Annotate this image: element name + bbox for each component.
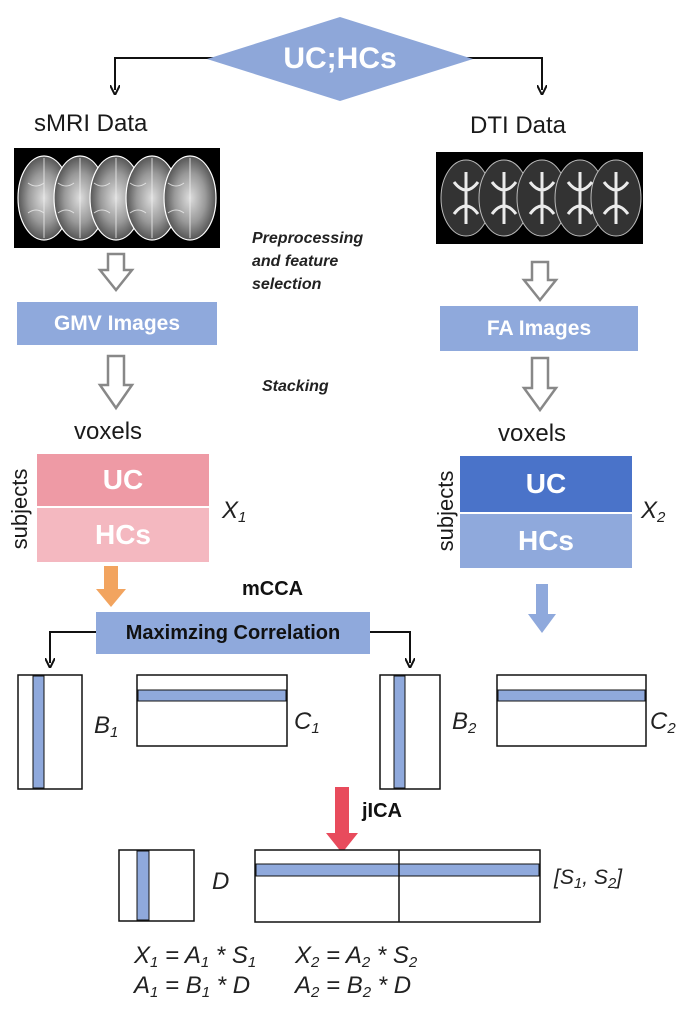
left-hcs-row: HCs [37,508,209,562]
right-voxels-label: voxels [498,420,567,447]
left-row-divider [37,506,209,508]
maxcorr-left-connector [50,631,96,663]
orange-arrow [96,566,126,607]
hollow-arrow-right-2 [521,356,559,413]
x2-label: X2 [641,497,666,526]
hollow-arrow-left-2 [97,354,135,411]
hollow-arrow-left-1 [97,252,135,293]
maxcorr-right-connector [370,631,410,663]
left-voxels-label: voxels [74,418,143,445]
fa-images-box: FA Images [440,306,638,351]
d-label: D [212,868,230,895]
mcca-label: mCCA [242,578,304,600]
gmv-images-box: GMV Images [17,302,217,345]
matrix-b1 [17,674,83,790]
right-row-divider [460,512,632,514]
dti-brain-image [436,152,643,244]
matrix-c1 [136,674,288,747]
left-uc-row: UC [37,454,209,506]
equation-a2: A2 = B2 * D [295,972,412,1001]
equation-a1: A1 = B1 * D [134,972,251,1001]
c1-label: C1 [294,708,320,737]
dti-title: DTI Data [470,112,567,139]
uc-hcs-diamond [207,17,473,101]
diamond-left-connector [115,57,232,90]
max-correlation-box: Maximzing Correlation [96,612,370,654]
jica-label: jICA [362,800,402,822]
hollow-arrow-right-1 [521,260,559,303]
equation-x1: X1 = A1 * S1 [134,942,257,971]
left-subjects-label: subjects [7,468,32,550]
b2-label: B2 [452,708,477,737]
matrix-s [254,849,541,923]
s-matrix-label: [S1, S2] [554,866,623,892]
stacking-label: Stacking [262,378,329,395]
preprocessing-line-1: Preprocessing [252,230,364,247]
diamond-label: UC;HCs [283,42,397,75]
blue-down-arrow [528,584,556,633]
c2-label: C2 [650,708,676,737]
smri-title: sMRI Data [34,110,148,137]
diamond-right-connector [442,57,542,90]
preprocessing-line-2: and feature [252,253,339,270]
x1-label: X1 [222,497,247,526]
matrix-c2 [496,674,647,747]
b1-label: B1 [94,712,119,741]
equation-x2: X2 = A2 * S2 [295,942,418,971]
right-hcs-row: HCs [460,514,632,568]
preprocessing-line-3: selection [252,276,322,293]
red-arrow [326,787,358,853]
right-subjects-label: subjects [433,470,458,552]
matrix-d [118,849,195,922]
matrix-b2 [379,674,441,790]
smri-brain-image [14,148,220,248]
right-uc-row: UC [460,456,632,512]
